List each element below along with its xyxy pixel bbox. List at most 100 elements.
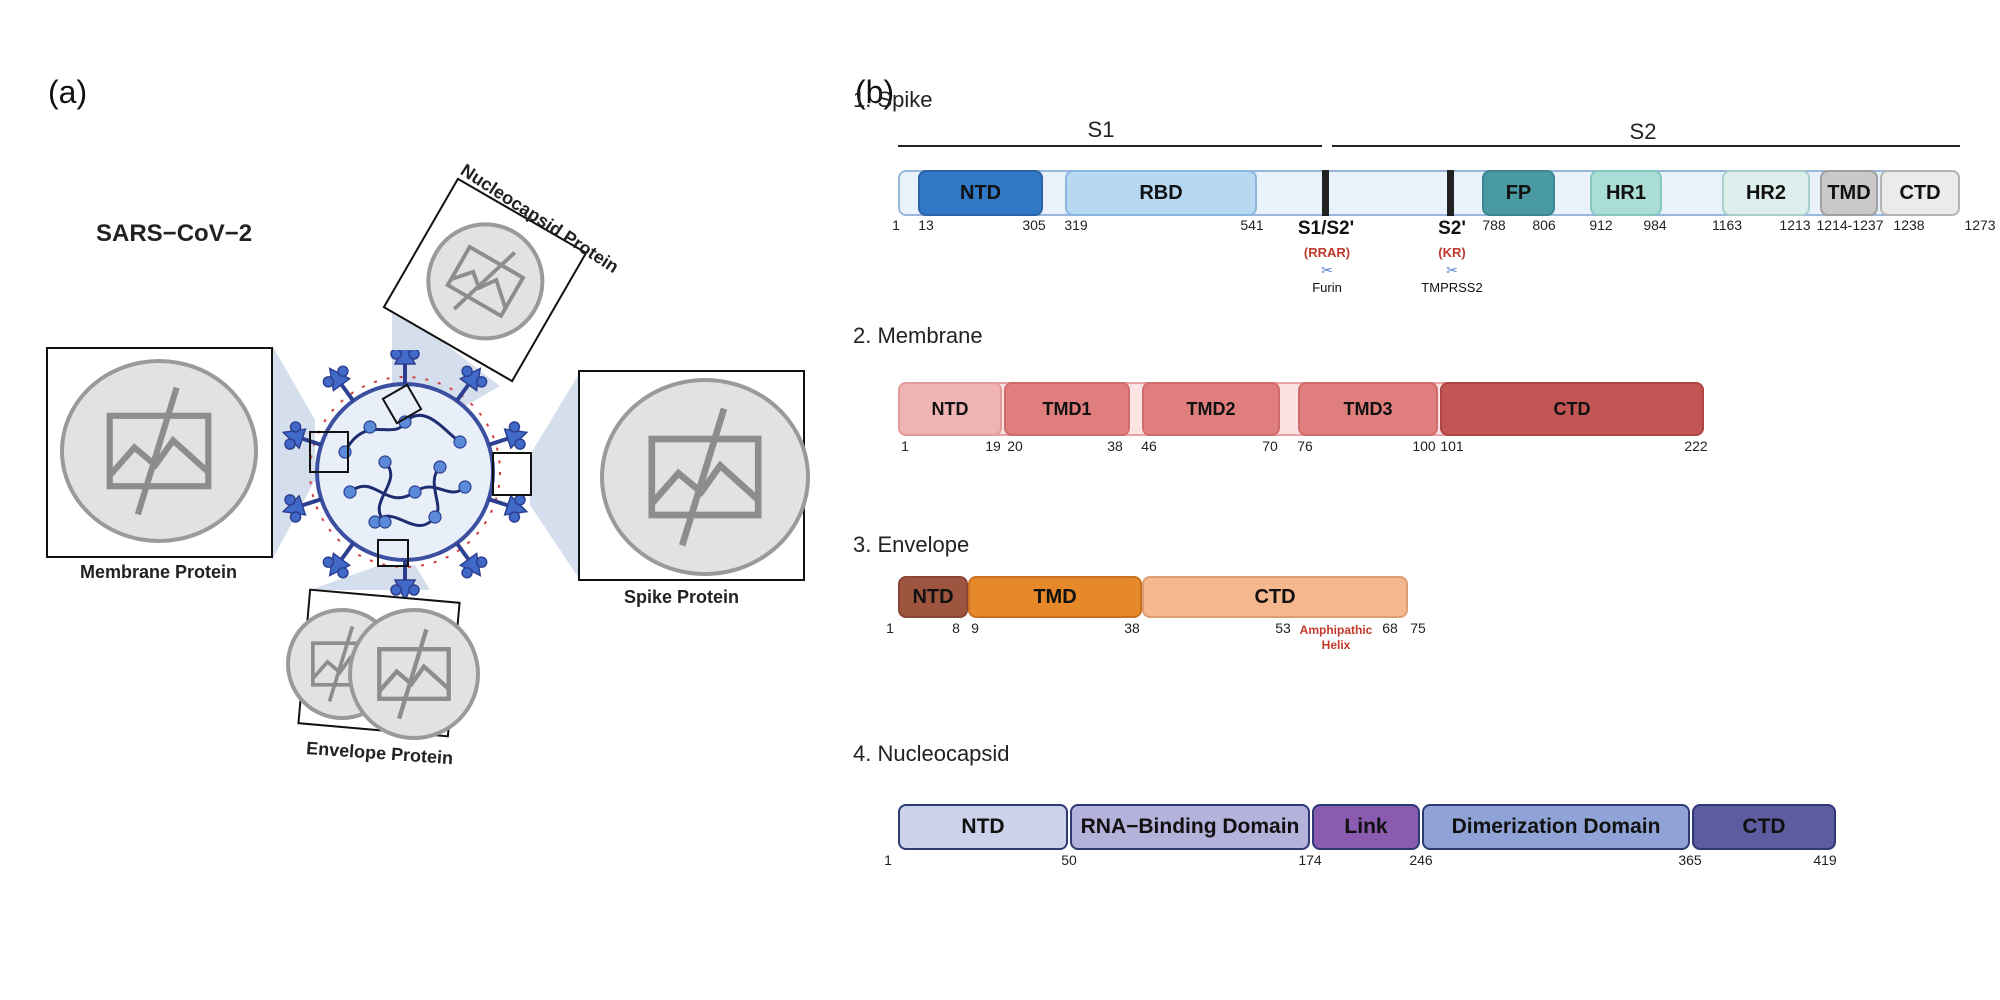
broken-image-icon [60,359,258,543]
membrane-pos-100: 100 [1412,438,1436,454]
spike-domain-rbd: RBD [1065,170,1257,216]
envelope-pos-75: 75 [1410,620,1426,636]
domain-label: HR1 [1605,181,1646,204]
domain-label: CTD [1553,398,1591,419]
envelope-pos-8: 8 [952,620,960,636]
envelope-section-title: 3. Envelope [853,532,970,557]
s2prime-site-motif: (KR) [1438,245,1466,260]
membrane-protein-box [46,347,273,558]
membrane-domain-tmd1: TMD1 [1004,382,1130,436]
domain-label: CTD [1742,815,1786,838]
spike-pos-319: 319 [1064,217,1088,233]
s2prime-site-label: S2' [1438,218,1466,239]
domain-label: RBD [1139,181,1183,204]
envelope-domain-ctd: CTD [1142,576,1408,618]
nucleocapsid-pos-365: 365 [1678,852,1702,868]
tmprss2-enzyme-label: TMPRSS2 [1421,280,1483,295]
membrane-pos-101: 101 [1440,438,1464,454]
domain-label: NTD [912,585,954,608]
spike-pos-305: 305 [1022,217,1046,233]
nucleocapsid-pos-174: 174 [1298,852,1322,868]
domain-label: TMD1 [1042,398,1092,419]
spike-domain-hr2: HR2 [1722,170,1810,216]
membrane-pos-20: 20 [1007,438,1023,454]
spike-domain-fp: FP [1482,170,1555,216]
membrane-pos-76: 76 [1297,438,1313,454]
nucleocapsid-domain-rna-binding: RNA−Binding Domain [1070,804,1310,850]
membrane-domain-ntd: NTD [898,382,1002,436]
wedge-membrane [272,345,315,560]
spike-protein-box [578,370,810,581]
s1s2-site-label: S1/S2' [1297,218,1355,239]
scissors-icon: ✂ [1446,262,1458,278]
broken-image-icon [404,200,566,362]
virus-title: SARS−CoV−2 [96,220,253,247]
panel-b-label: (b) [855,74,895,110]
nucleocapsid-section-title: 4. Nucleocapsid [853,741,1010,766]
virion-illustration [281,350,532,600]
s1s2-site-motif: (RRAR) [1303,245,1351,260]
spike-domain-ctd: CTD [1880,170,1960,216]
spike-pos-1238: 1238 [1893,217,1925,233]
domain-label: RNA−Binding Domain [1080,815,1300,838]
spike-pos-1214-1237: 1214-1237 [1816,217,1884,233]
membrane-protein-caption: Membrane Protein [80,562,238,582]
s1s2-cleavage-bar [1322,170,1329,216]
spike-pos-1213: 1213 [1779,217,1811,233]
nucleocapsid-protein-box [382,177,588,383]
nucleocapsid-pos-50: 50 [1061,852,1077,868]
domain-label: Link [1344,815,1388,838]
domain-label: TMD [1827,181,1871,204]
spike-pos-806: 806 [1532,217,1556,233]
s1-region-label: S1 [1087,117,1115,142]
membrane-pos-1: 1 [901,438,909,454]
spike-pos-13: 13 [918,217,934,233]
amphipathic-helix-annotation: Amphipathic Helix [1299,623,1373,652]
spike-domain-ntd: NTD [918,170,1043,216]
membrane-pos-46: 46 [1141,438,1157,454]
s2prime-cleavage-bar [1447,170,1454,216]
envelope-domain-tmd: TMD [968,576,1142,618]
envelope-pos-53: 53 [1275,620,1291,636]
spike-pos-1163: 1163 [1711,217,1743,233]
s2-region-line [1332,145,1960,147]
panel-a-label: (a) [48,74,88,110]
domain-label: FP [1505,181,1532,204]
nucleocapsid-domain-link: Link [1312,804,1420,850]
spike-pos-788: 788 [1482,217,1506,233]
domain-label: NTD [961,815,1005,838]
broken-image-icon [348,608,480,740]
spike-protein-caption: Spike Protein [624,587,740,607]
envelope-pos-1: 1 [886,620,894,636]
envelope-pos-38: 38 [1124,620,1140,636]
membrane-pos-70: 70 [1262,438,1278,454]
membrane-domain-tmd2: TMD2 [1142,382,1280,436]
nucleocapsid-pos-419: 419 [1813,852,1837,868]
nucleocapsid-domain-dimerization: Dimerization Domain [1422,804,1690,850]
envelope-pos-9: 9 [971,620,979,636]
nucleocapsid-pos-1: 1 [884,852,892,868]
membrane-pos-19: 19 [985,438,1001,454]
membrane-pos-222: 222 [1684,438,1708,454]
scissors-icon: ✂ [1321,262,1333,278]
envelope-domain-ntd: NTD [898,576,968,618]
domain-label: CTD [1899,181,1941,204]
spike-pos-912: 912 [1589,217,1613,233]
spike-pos-1: 1 [892,217,900,233]
nucleocapsid-pos-246: 246 [1409,852,1433,868]
furin-enzyme-label: Furin [1312,280,1342,295]
spike-domain-tmd: TMD [1820,170,1878,216]
domain-label: TMD [1033,585,1077,608]
domain-label: HR2 [1745,181,1786,204]
membrane-domain-ctd: CTD [1440,382,1704,436]
spike-pos-1273: 1273 [1964,217,1996,233]
nucleocapsid-domain-ctd: CTD [1692,804,1836,850]
domain-label: TMD2 [1186,398,1236,419]
spike-pos-541: 541 [1240,217,1264,233]
s1-region-line [898,145,1322,147]
domain-label: NTD [959,181,1002,204]
s2-region-label: S2 [1629,119,1657,144]
broken-image-icon [600,378,810,576]
spike-domain-hr1: HR1 [1590,170,1662,216]
domain-label: Dimerization Domain [1451,815,1661,838]
